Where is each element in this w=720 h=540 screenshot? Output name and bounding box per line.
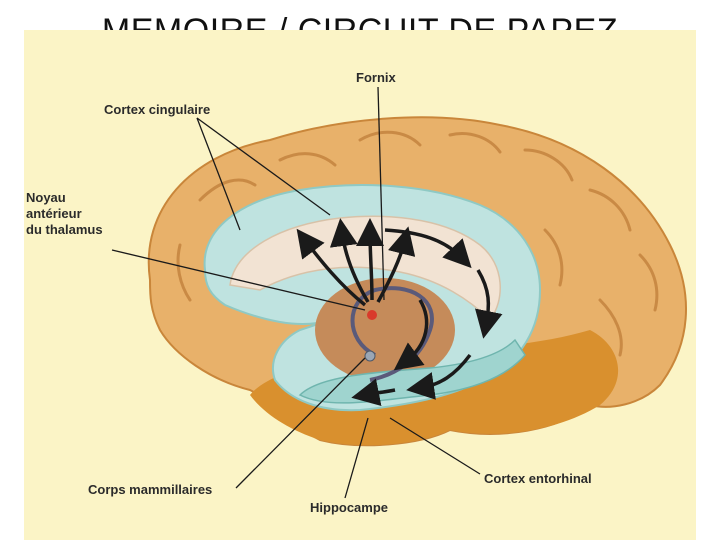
label-noyau-line3: du thalamus — [26, 222, 103, 238]
thalamus — [315, 278, 455, 382]
label-corps-mammillaires: Corps mammillaires — [88, 482, 212, 498]
label-noyau-line1: Noyau — [26, 190, 103, 206]
label-noyau-anterieur-thalamus: Noyau antérieur du thalamus — [26, 190, 103, 238]
anterior-thalamic-nucleus — [367, 310, 377, 320]
brain-figure: Fornix Cortex cingulaire Noyau antérieur… — [24, 30, 696, 540]
mammillary-body — [365, 351, 375, 361]
label-fornix: Fornix — [356, 70, 396, 86]
label-cortex-entorhinal: Cortex entorhinal — [484, 471, 592, 487]
label-noyau-line2: antérieur — [26, 206, 103, 222]
label-cortex-cingulaire: Cortex cingulaire — [104, 102, 210, 118]
label-hippocampe: Hippocampe — [310, 500, 388, 516]
